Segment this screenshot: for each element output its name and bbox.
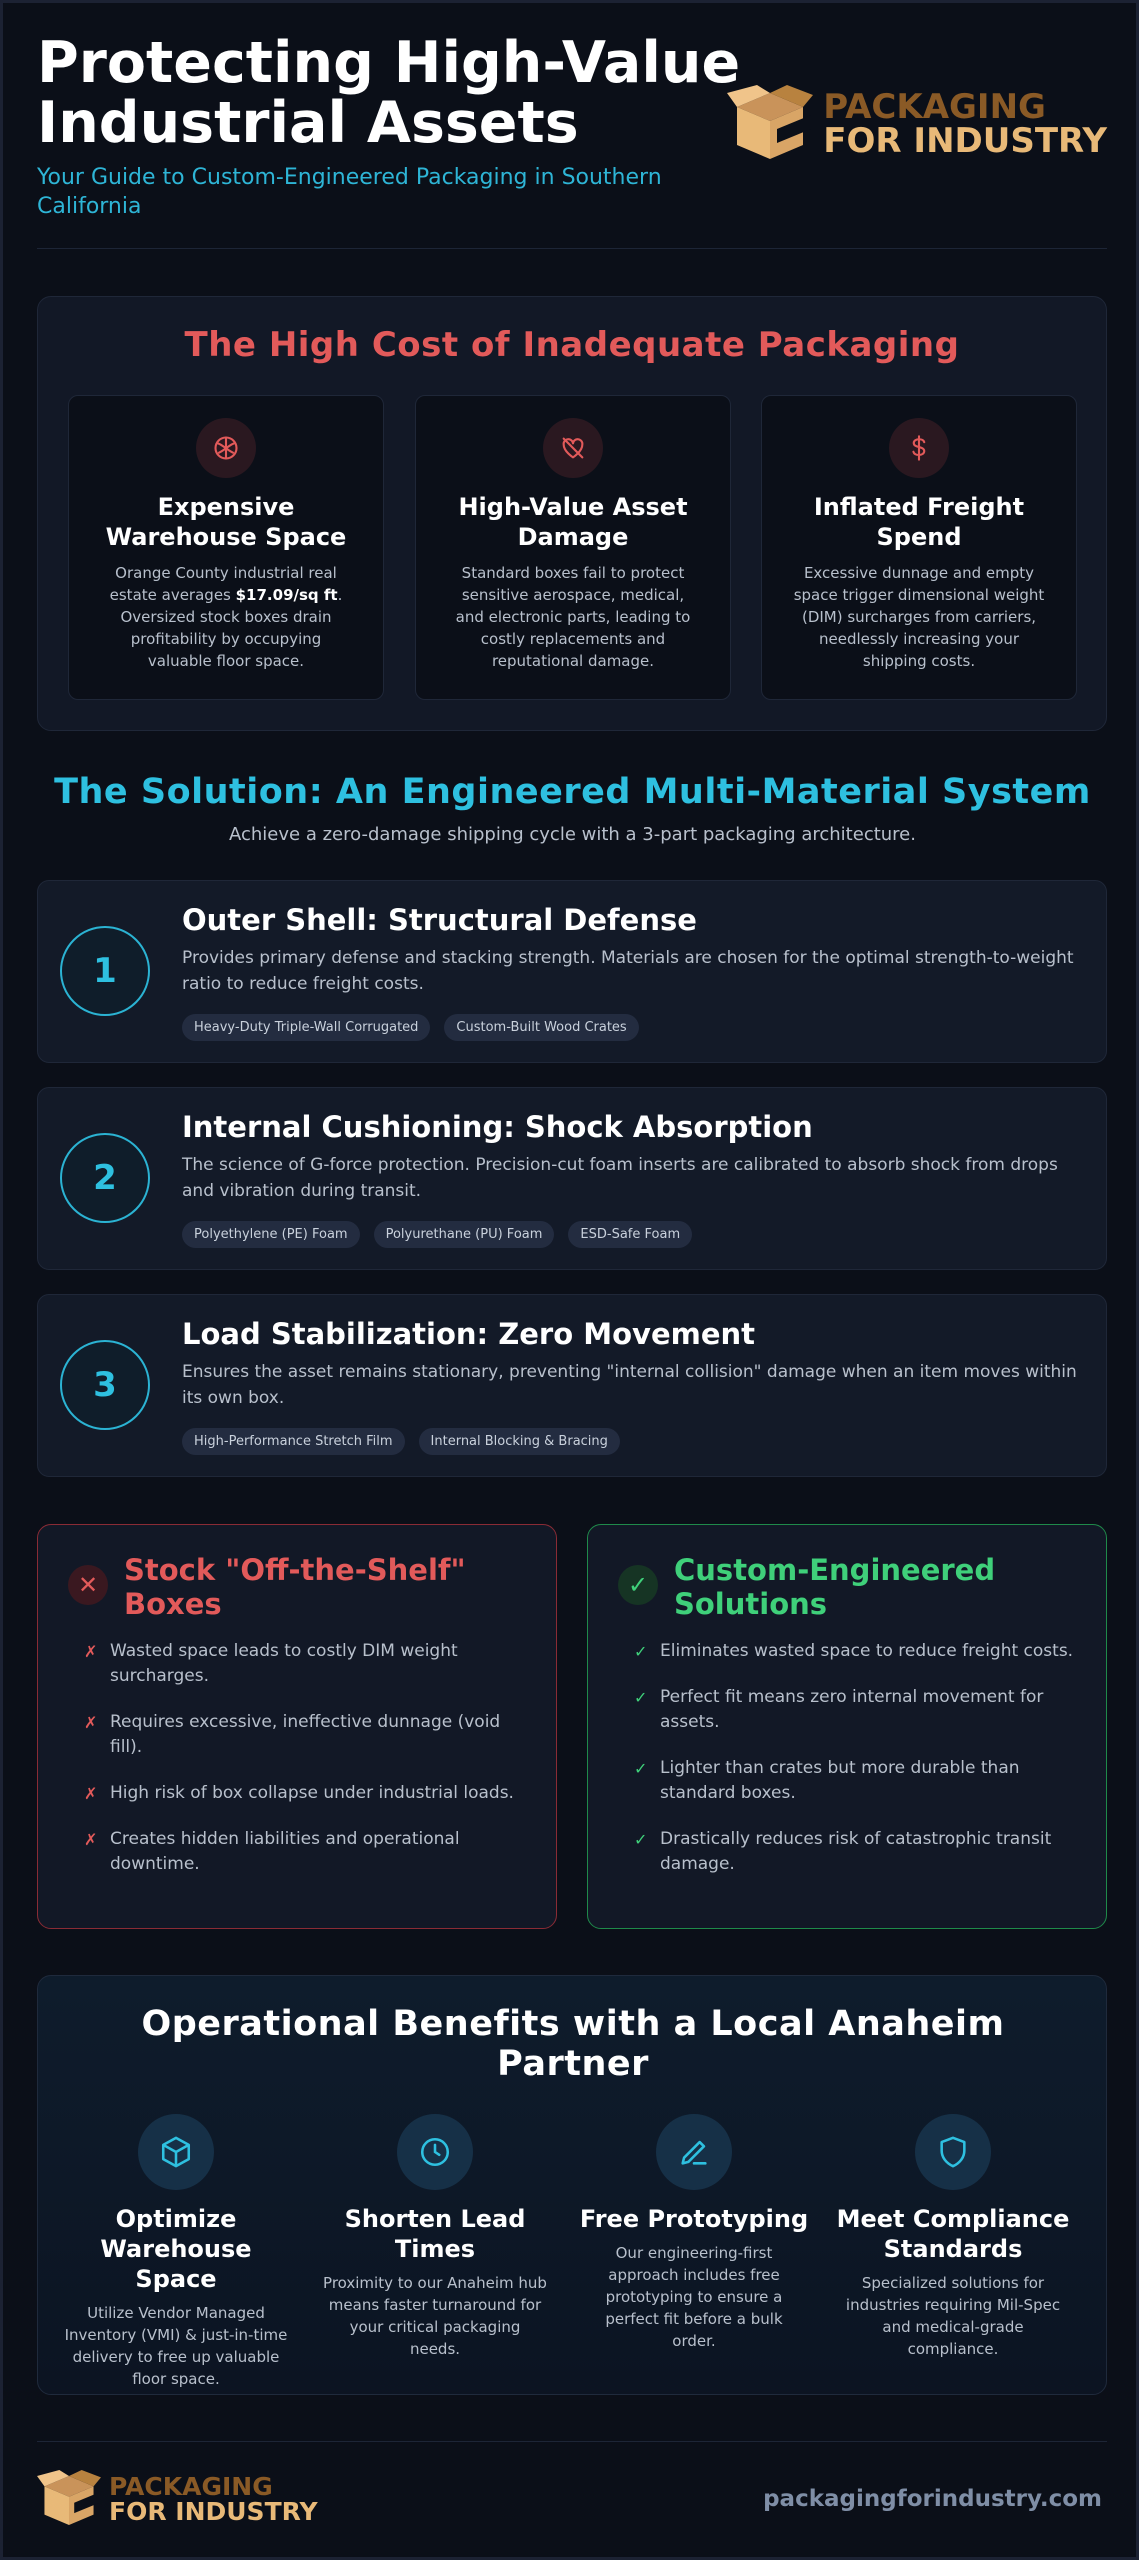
cost-card-title: High-Value Asset Damage	[458, 493, 688, 551]
layer-outer-shell: 1 Outer Shell: Structural Defense Provid…	[37, 880, 1107, 1063]
problem-section: The High Cost of Inadequate Packaging Ex…	[37, 296, 1107, 731]
layer-title: Load Stabilization: Zero Movement	[182, 1317, 756, 1351]
benefit-title: Shorten Lead Times	[344, 2205, 526, 2263]
cost-card-title: Inflated Freight Spend	[813, 493, 1025, 551]
logo-line-1: PACKAGING	[109, 2472, 273, 2501]
benefits-section: Operational Benefits with a Local Anahei…	[37, 1975, 1107, 2395]
cost-card-damage: High-Value Asset Damage Standard boxes f…	[415, 395, 731, 700]
website-link[interactable]: packagingforindustry.com	[763, 2486, 1102, 2512]
open-box-icon	[727, 85, 814, 159]
benefit-list: ✓Eliminates wasted space to reduce freig…	[634, 1639, 1074, 1898]
list-item: ✓Drastically reduces risk of catastrophi…	[634, 1827, 1074, 1877]
benefit-title: Meet Compliance Standards	[836, 2205, 1070, 2263]
logo-line-2: FOR INDUSTRY	[109, 2497, 318, 2526]
material-tag: Polyethylene (PE) Foam	[182, 1221, 360, 1248]
cost-card-text: Orange County industrial real estate ave…	[109, 564, 343, 670]
layer-text: Provides primary defense and stacking st…	[182, 948, 1074, 994]
logo-line-2: FOR INDUSTRY	[823, 121, 1107, 161]
layer-number: 2	[60, 1133, 150, 1223]
cost-card-freight: Inflated Freight Spend Excessive dunnage…	[761, 395, 1077, 700]
brain-icon	[196, 418, 256, 478]
layer-tags: High-Performance Stretch Film Internal B…	[182, 1428, 620, 1455]
material-tag: Heavy-Duty Triple-Wall Corrugated	[182, 1014, 431, 1041]
layer-load-stabilization: 3 Load Stabilization: Zero Movement Ensu…	[37, 1294, 1107, 1477]
cost-card-text: Standard boxes fail to protect sensitive…	[455, 564, 691, 670]
list-item: ✓Eliminates wasted space to reduce freig…	[634, 1639, 1074, 1664]
heart-broken-icon	[543, 418, 603, 478]
benefit-title: Free Prototyping	[579, 2205, 809, 2233]
panel-title: Stock "Off-the-Shelf" Boxes	[124, 1553, 466, 1621]
logo-wordmark: PACKAGING FOR INDUSTRY	[823, 90, 1107, 158]
x-mark-icon: ✗	[84, 1642, 98, 1661]
material-tag: Custom-Built Wood Crates	[444, 1014, 639, 1041]
stock-boxes-panel: ✕ Stock "Off-the-Shelf" Boxes ✗Wasted sp…	[37, 1524, 557, 1929]
header: Protecting High-Value Industrial Assets …	[37, 33, 1107, 249]
footer-logo: PACKAGING FOR INDUSTRY	[37, 2470, 318, 2528]
material-tag: Polyurethane (PU) Foam	[373, 1221, 555, 1248]
benefit-text: Utilize Vendor Managed Inventory (VMI) &…	[64, 2304, 288, 2388]
check-mark-icon: ✓	[634, 1830, 648, 1849]
benefit-warehouse: Optimize Warehouse Space Utilize Vendor …	[56, 2114, 296, 2390]
layer-title: Internal Cushioning: Shock Absorption	[182, 1110, 813, 1144]
logo-wordmark: PACKAGING FOR INDUSTRY	[109, 2474, 318, 2524]
list-item: ✗Creates hidden liabilities and operatio…	[84, 1827, 524, 1877]
layer-internal-cushioning: 2 Internal Cushioning: Shock Absorption …	[37, 1087, 1107, 1270]
x-mark-icon: ✗	[84, 1830, 98, 1849]
page-title: Protecting High-Value Industrial Assets	[37, 30, 741, 156]
open-box-icon	[37, 2470, 101, 2526]
layer-title: Outer Shell: Structural Defense	[182, 903, 697, 937]
x-mark-icon: ✗	[84, 1713, 98, 1732]
custom-solutions-panel: ✓ Custom-Engineered Solutions ✓Eliminate…	[587, 1524, 1107, 1929]
layer-tags: Heavy-Duty Triple-Wall Corrugated Custom…	[182, 1014, 639, 1041]
check-mark-icon: ✓	[618, 1565, 658, 1605]
benefit-compliance: Meet Compliance Standards Specialized so…	[833, 2114, 1073, 2360]
cost-card-title: Expensive Warehouse Space	[105, 493, 347, 551]
check-mark-icon: ✓	[634, 1688, 648, 1707]
price-highlight: $17.09/sq ft	[235, 586, 338, 604]
page-subtitle: Your Guide to Custom-Engineered Packagin…	[37, 165, 662, 219]
dollar-icon	[889, 418, 949, 478]
shield-icon	[915, 2114, 991, 2190]
material-tag: ESD-Safe Foam	[568, 1221, 693, 1248]
logo-line-1: PACKAGING	[823, 87, 1046, 127]
solution-subtitle: Achieve a zero-damage shipping cycle wit…	[229, 824, 916, 845]
list-item: ✗Requires excessive, ineffective dunnage…	[84, 1710, 524, 1760]
cube-icon	[138, 2114, 214, 2190]
solution-title: The Solution: An Engineered Multi-Materi…	[54, 772, 1091, 812]
cost-card-warehouse: Expensive Warehouse Space Orange County …	[68, 395, 384, 700]
benefits-title: Operational Benefits with a Local Anahei…	[141, 2004, 1005, 2084]
panel-title: Custom-Engineered Solutions	[674, 1553, 996, 1621]
benefit-title: Optimize Warehouse Space	[100, 2205, 252, 2293]
benefit-text: Specialized solutions for industries req…	[845, 2274, 1061, 2358]
cost-card-text: Excessive dunnage and empty space trigge…	[793, 564, 1045, 670]
benefit-prototyping: Free Prototyping Our engineering-first a…	[574, 2114, 814, 2352]
benefit-text: Our engineering-first approach includes …	[605, 2244, 783, 2350]
check-mark-icon: ✓	[634, 1642, 648, 1661]
problem-title: The High Cost of Inadequate Packaging	[184, 325, 960, 365]
footer-divider	[37, 2441, 1107, 2442]
panel-header: ✕ Stock "Off-the-Shelf" Boxes	[68, 1553, 504, 1621]
list-item: ✗High risk of box collapse under industr…	[84, 1781, 524, 1806]
clock-icon	[397, 2114, 473, 2190]
x-mark-icon: ✗	[84, 1784, 98, 1803]
layer-text: Ensures the asset remains stationary, pr…	[182, 1362, 1077, 1408]
drawback-list: ✗Wasted space leads to costly DIM weight…	[84, 1639, 524, 1898]
x-mark-icon: ✕	[68, 1565, 108, 1605]
check-mark-icon: ✓	[634, 1759, 648, 1778]
benefit-lead-times: Shorten Lead Times Proximity to our Anah…	[315, 2114, 555, 2360]
list-item: ✓Lighter than crates but more durable th…	[634, 1756, 1074, 1806]
layer-number: 1	[60, 926, 150, 1016]
brand-logo: PACKAGING FOR INDUSTRY	[727, 85, 1107, 163]
material-tag: High-Performance Stretch Film	[182, 1428, 405, 1455]
material-tag: Internal Blocking & Bracing	[418, 1428, 620, 1455]
list-item: ✗Wasted space leads to costly DIM weight…	[84, 1639, 524, 1689]
layer-text: The science of G-force protection. Preci…	[182, 1155, 1058, 1201]
panel-header: ✓ Custom-Engineered Solutions	[618, 1553, 1054, 1621]
benefit-text: Proximity to our Anaheim hub means faste…	[323, 2274, 547, 2358]
pencil-icon	[656, 2114, 732, 2190]
list-item: ✓Perfect fit means zero internal movemen…	[634, 1685, 1074, 1735]
layer-tags: Polyethylene (PE) Foam Polyurethane (PU)…	[182, 1221, 693, 1248]
layer-number: 3	[60, 1340, 150, 1430]
